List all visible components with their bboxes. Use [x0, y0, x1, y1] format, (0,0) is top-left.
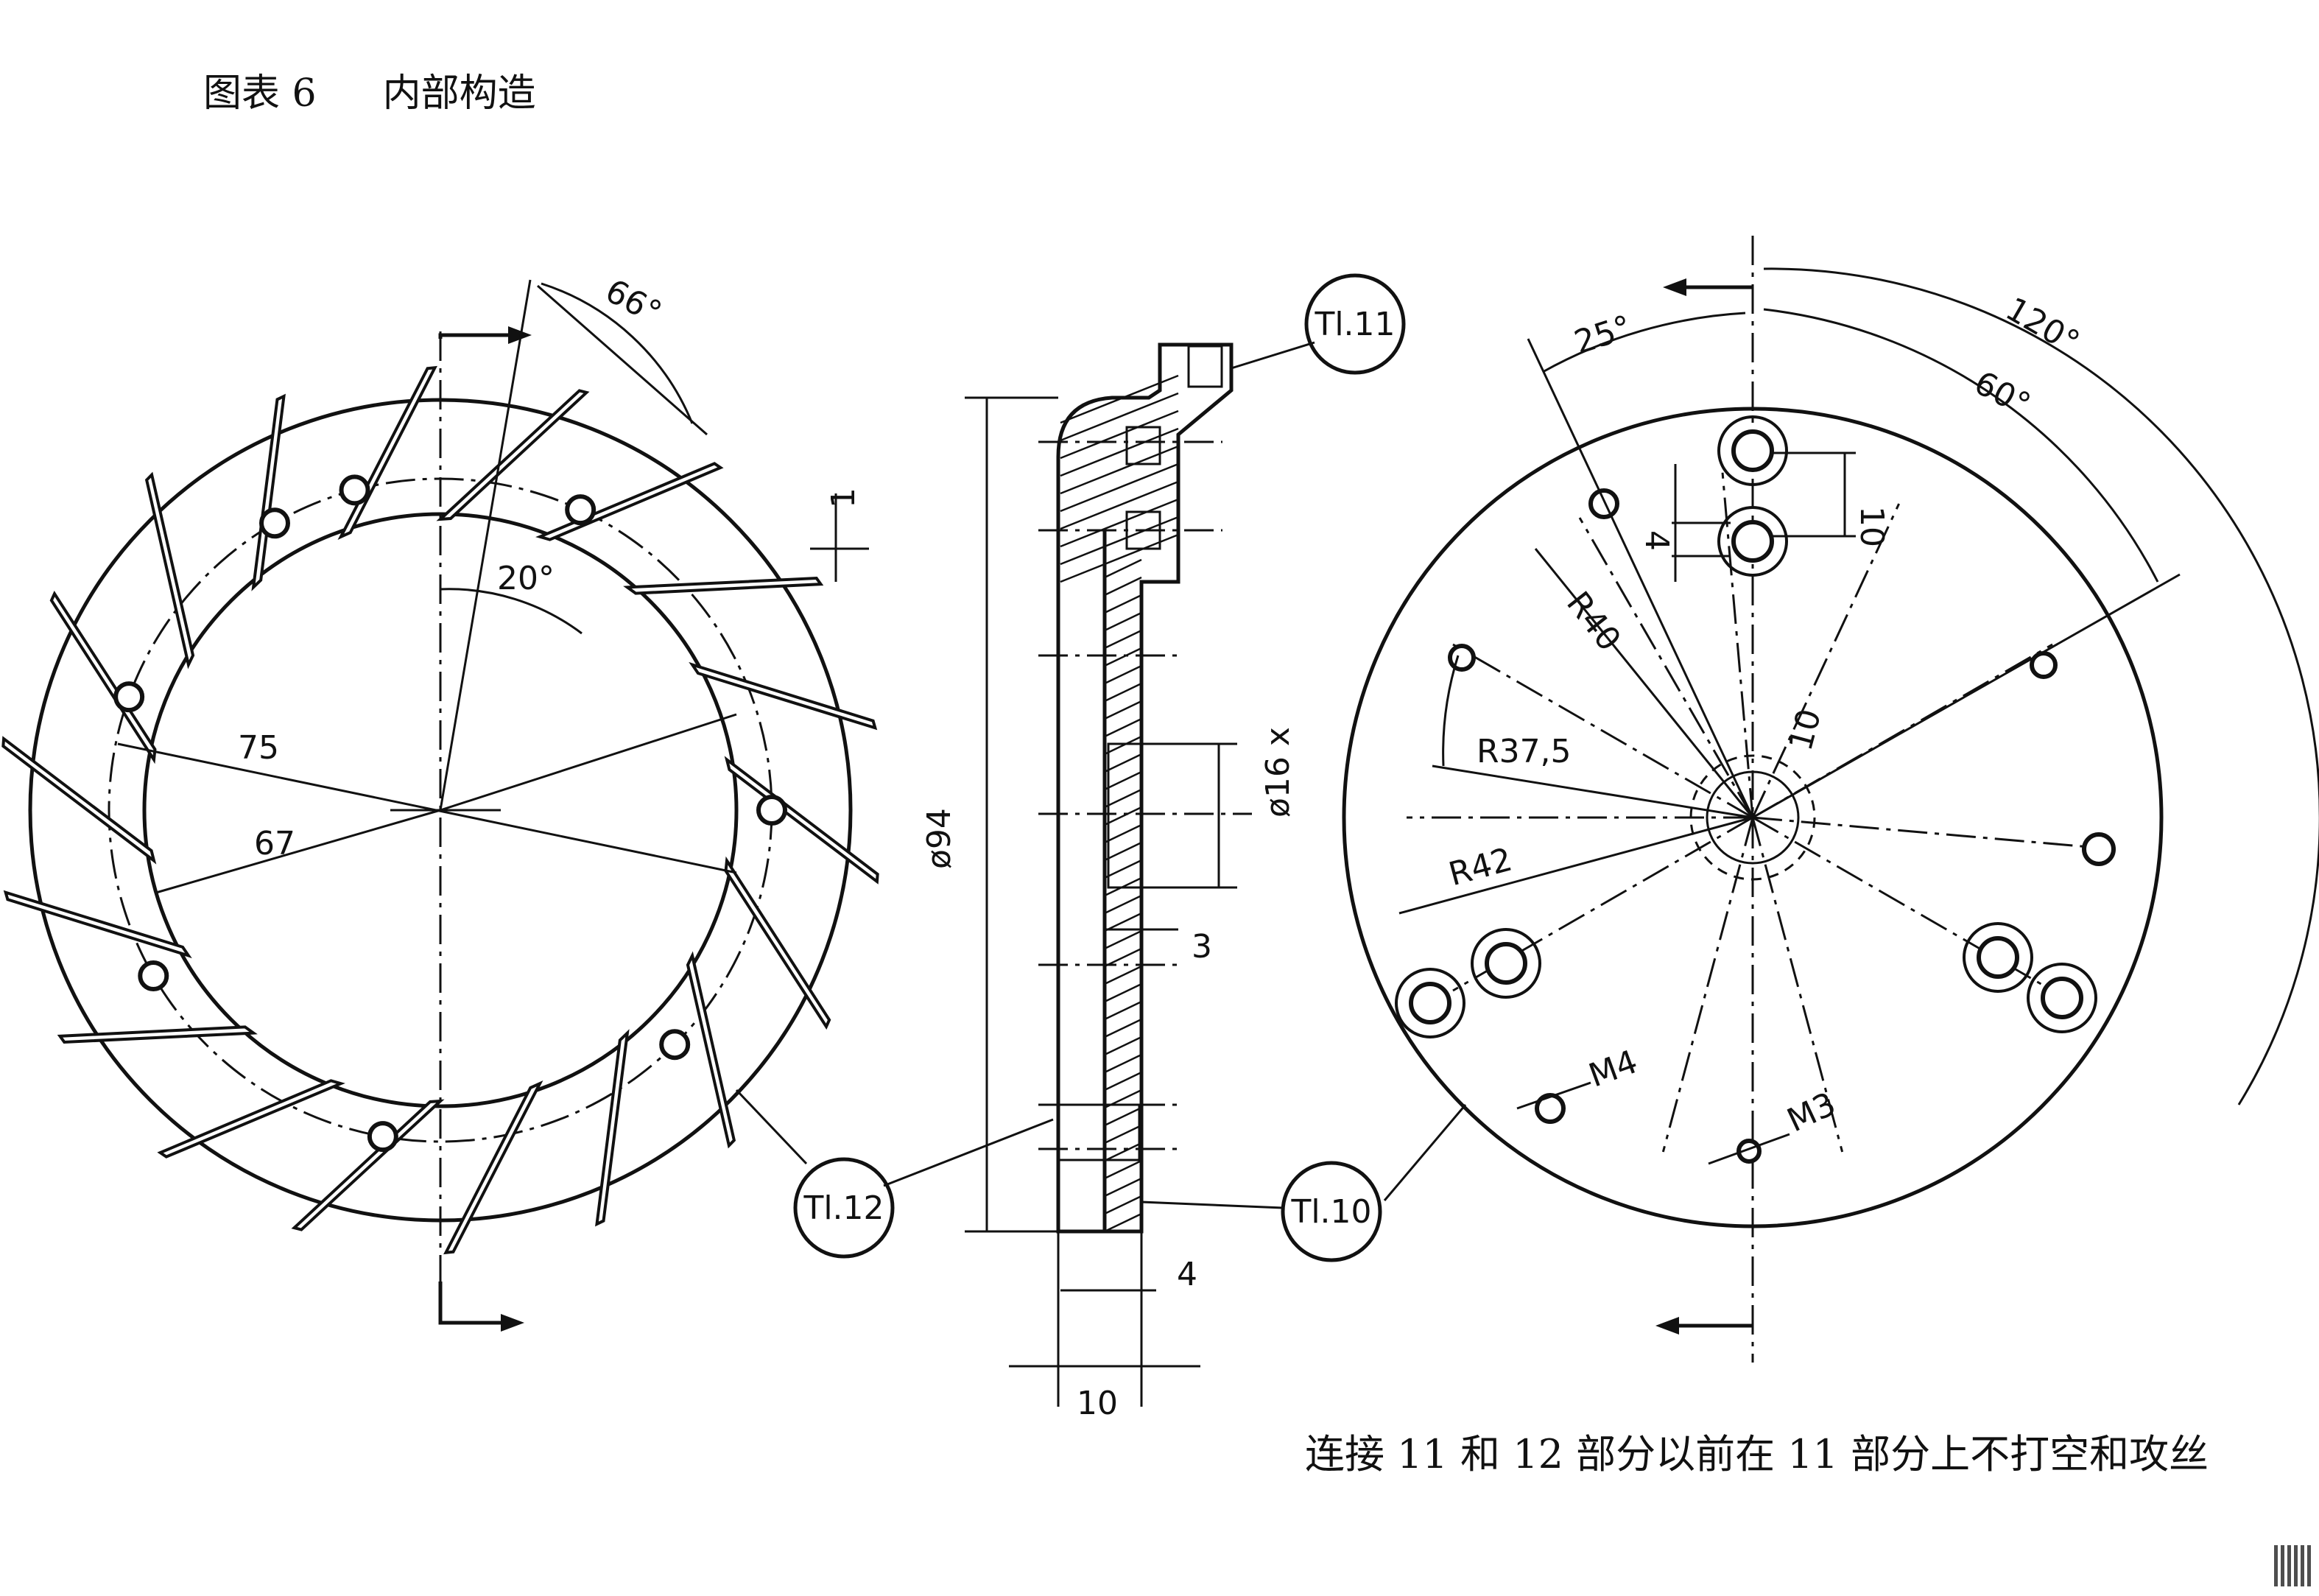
mounting-hole [1588, 488, 1619, 519]
counterbore [1963, 922, 2033, 993]
vane [157, 1079, 345, 1159]
counterbore [1471, 928, 1541, 999]
vanes [1, 365, 879, 1255]
dim-spacing-10: 10 [1853, 506, 1890, 547]
tag-circle-tl10 [1281, 1161, 1382, 1262]
tag-tl12: Tl.12 [803, 1189, 884, 1227]
dim-10: 10 [1077, 1385, 1118, 1422]
vane [49, 590, 157, 764]
assembly-note: 连接 11 和 12 部分以前在 11 部分上不打空和攻丝 [1305, 1431, 2209, 1477]
mounting-hole [2082, 832, 2116, 866]
mounting-hole [2030, 651, 2058, 679]
tag-circle-tl12 [793, 1157, 895, 1259]
vane [144, 471, 195, 669]
figure-title: 内部构造 [382, 71, 536, 116]
tag-tl11: Tl.11 [1314, 306, 1395, 343]
dim-spacing-4: 4 [1638, 530, 1675, 551]
section-outline [1056, 342, 1234, 1234]
dim-75: 75 [238, 729, 279, 767]
vane [251, 393, 286, 591]
dim-r40: R40 [1559, 585, 1627, 658]
vane [689, 661, 878, 731]
mounting-hole [1977, 936, 2019, 979]
vane [3, 890, 192, 959]
counterbore [1717, 415, 1788, 486]
bolt-hole [367, 1121, 398, 1153]
dim-60deg: 60° [1968, 364, 2036, 424]
mounting-hole [2041, 977, 2083, 1019]
vane [337, 365, 437, 540]
vane [686, 951, 736, 1149]
vane [443, 1080, 543, 1255]
dim-67: 67 [254, 825, 295, 862]
vane [595, 1029, 630, 1227]
figure-number: 图表 6 [203, 71, 317, 116]
dim-1: 1 [825, 488, 862, 508]
dim-d94: ø94 [921, 808, 958, 869]
dim-m3: M3 [1781, 1085, 1841, 1139]
qr-code-icon [2274, 1545, 2312, 1586]
tag-circle-tl11 [1304, 273, 1406, 375]
right-view: 120° 60° 25° 10 4 R40 R37,5 R42 10 M4 [1342, 236, 2319, 1363]
dim-r375: R37,5 [1477, 733, 1572, 770]
dim-center-10: 10 [1782, 705, 1829, 754]
bolt-hole [138, 960, 169, 991]
bolt-hole [565, 494, 597, 526]
mounting-hole [1485, 942, 1527, 985]
dim-3: 3 [1192, 928, 1212, 966]
dim-25deg: 25° [1570, 309, 1636, 362]
tag-tl10: Tl.10 [1290, 1193, 1371, 1231]
vane [57, 1025, 258, 1044]
bolt-hole [756, 795, 787, 826]
bolt-hole [659, 1029, 691, 1061]
figure-caption: 图表 6 内部构造 [203, 62, 602, 117]
mounting-holes [1395, 415, 2116, 1164]
bolt-holes [113, 474, 787, 1153]
section-view: ø94 ø16 x 3 4 10 Tl.11 Tl.10 [921, 273, 1467, 1422]
dim-angle-66: 66° [599, 272, 668, 332]
vane [1, 736, 157, 865]
bolt-hole [113, 681, 145, 713]
mounting-hole [1409, 982, 1451, 1024]
vane [623, 576, 824, 595]
counterbore [2027, 963, 2097, 1033]
center-bore [1706, 770, 1800, 865]
dim-angle-20: 20° [497, 560, 555, 597]
counterbore [1717, 506, 1788, 577]
bolt-hole [339, 474, 370, 506]
mounting-hole [1535, 1093, 1566, 1124]
vane [724, 856, 831, 1030]
bolt-hole [259, 507, 290, 539]
left-view: 66° 20° 75 67 1 Tl.12 [1, 272, 1054, 1332]
vane [535, 462, 724, 541]
vane [291, 1099, 445, 1231]
dim-4: 4 [1177, 1256, 1197, 1293]
section-hatching [1060, 374, 1179, 1233]
mounting-hole [1731, 520, 1774, 563]
mounting-hole [1731, 429, 1774, 472]
dim-m4: M4 [1584, 1043, 1642, 1094]
vane [436, 389, 590, 521]
dim-d16: ø16 x [1259, 727, 1297, 818]
mounting-hole [1448, 644, 1476, 672]
counterbore [1395, 968, 1465, 1038]
dim-120deg: 120° [1999, 290, 2086, 362]
vane [724, 756, 879, 885]
